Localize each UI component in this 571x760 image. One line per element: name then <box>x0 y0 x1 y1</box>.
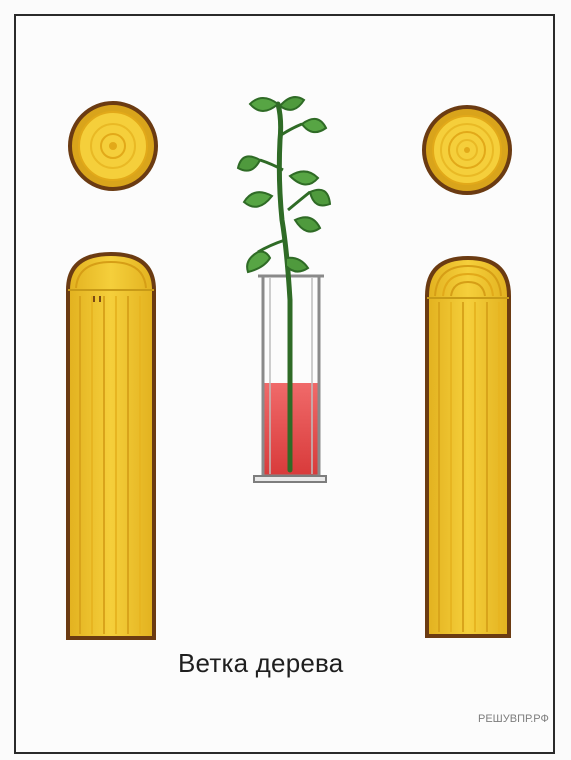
watermark-text: РЕШУВПР.РФ <box>478 713 568 725</box>
figure-caption: Ветка дерева <box>178 648 418 679</box>
left-cross-section <box>70 103 156 189</box>
right-cross-section <box>424 107 510 193</box>
right-longitudinal-section <box>427 258 509 636</box>
left-longitudinal-section <box>68 254 154 638</box>
